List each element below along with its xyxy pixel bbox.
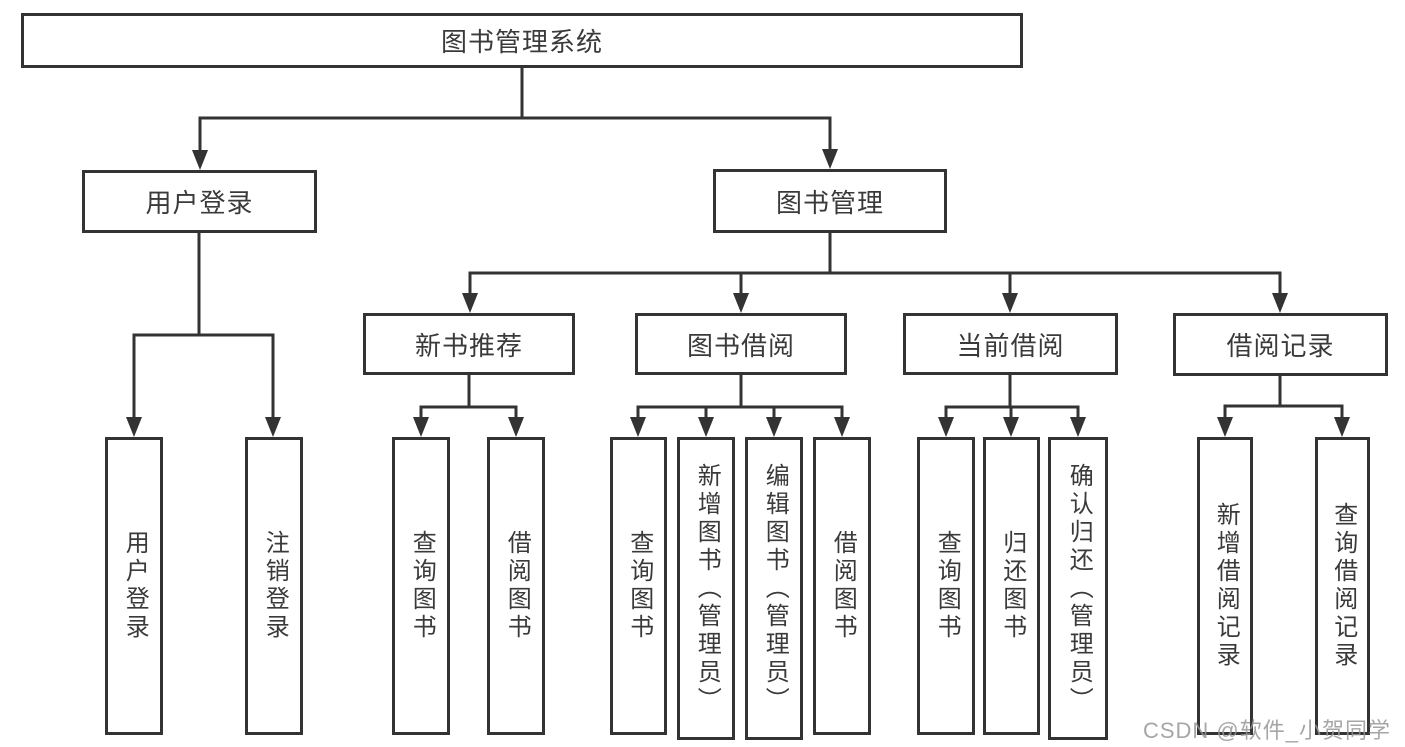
node-root: 图书管理系统	[21, 13, 1023, 68]
arrow-down-icon	[462, 293, 478, 313]
leaf-add-borrow-record: 新增借阅记录	[1197, 437, 1253, 735]
leaf-recommend-borrow-books-label: 借阅图书	[503, 530, 531, 642]
leaf-return-book: 归还图书	[983, 437, 1040, 735]
leaf-confirm-return-admin: 确认归还（管理员）	[1048, 437, 1108, 740]
arrow-down-icon	[1272, 293, 1288, 313]
leaf-logout-label: 注销登录	[261, 530, 289, 642]
node-new-book-recommend: 新书推荐	[363, 313, 575, 375]
leaf-add-borrow-record-label: 新增借阅记录	[1212, 502, 1240, 670]
arrow-down-icon	[1070, 417, 1086, 437]
arrow-down-icon	[834, 417, 850, 437]
leaf-user-login: 用户登录	[105, 437, 163, 735]
node-current-borrow-label: 当前借阅	[956, 330, 1065, 361]
arrow-down-icon	[733, 293, 749, 313]
arrow-down-icon	[1217, 417, 1233, 437]
arrow-down-icon	[413, 417, 429, 437]
node-user-login: 用户登录	[82, 170, 317, 233]
watermark: CSDN @软件_小贺同学	[1142, 718, 1391, 743]
node-book-borrow-label: 图书借阅	[686, 330, 795, 361]
leaf-borrow-books-label: 借阅图书	[829, 530, 857, 642]
arrow-down-icon	[1003, 417, 1019, 437]
arrow-down-icon	[1002, 293, 1018, 313]
leaf-current-query-books-label: 查询图书	[933, 530, 961, 642]
connector-paths	[132, 68, 1344, 419]
arrow-down-icon	[265, 417, 281, 437]
node-book-management: 图书管理	[713, 169, 947, 233]
leaf-borrow-query-books-label: 查询图书	[625, 530, 653, 642]
leaf-current-query-books: 查询图书	[917, 437, 975, 735]
leaf-borrow-query-books: 查询图书	[610, 437, 667, 735]
arrow-down-icon	[1334, 417, 1350, 437]
leaf-confirm-return-admin-label: 确认归还（管理员）	[1065, 462, 1093, 715]
leaf-recommend-query-books: 查询图书	[392, 437, 450, 735]
leaf-recommend-borrow-books: 借阅图书	[487, 437, 545, 735]
node-root-label: 图书管理系统	[440, 27, 603, 57]
arrowheads	[126, 149, 1350, 437]
leaf-borrow-books: 借阅图书	[813, 437, 871, 735]
arrow-down-icon	[822, 149, 838, 169]
arrow-down-icon	[126, 417, 142, 437]
leaf-user-login-label: 用户登录	[121, 530, 149, 642]
leaf-logout: 注销登录	[245, 437, 303, 735]
leaf-query-borrow-record-label: 查询借阅记录	[1329, 502, 1357, 670]
node-borrow-records: 借阅记录	[1173, 313, 1388, 376]
node-book-borrow: 图书借阅	[635, 313, 847, 375]
arrow-down-icon	[766, 417, 782, 437]
leaf-add-book-admin: 新增图书（管理员）	[677, 437, 735, 740]
node-new-book-recommend-label: 新书推荐	[414, 330, 523, 361]
arrow-down-icon	[630, 417, 646, 437]
leaf-recommend-query-books-label: 查询图书	[408, 530, 436, 642]
leaf-return-book-label: 归还图书	[998, 530, 1026, 642]
leaf-edit-book-admin: 编辑图书（管理员）	[745, 437, 803, 740]
arrow-down-icon	[698, 417, 714, 437]
leaf-edit-book-admin-label: 编辑图书（管理员）	[761, 462, 789, 715]
node-book-management-label: 图书管理	[775, 187, 884, 218]
leaf-add-book-admin-label: 新增图书（管理员）	[693, 462, 721, 715]
node-current-borrow: 当前借阅	[903, 313, 1118, 375]
leaf-query-borrow-record: 查询借阅记录	[1315, 437, 1370, 735]
node-borrow-records-label: 借阅记录	[1226, 331, 1335, 361]
arrow-down-icon	[192, 150, 208, 170]
arrow-down-icon	[508, 417, 524, 437]
arrow-down-icon	[938, 417, 954, 437]
node-user-login-label: 用户登录	[145, 188, 254, 218]
